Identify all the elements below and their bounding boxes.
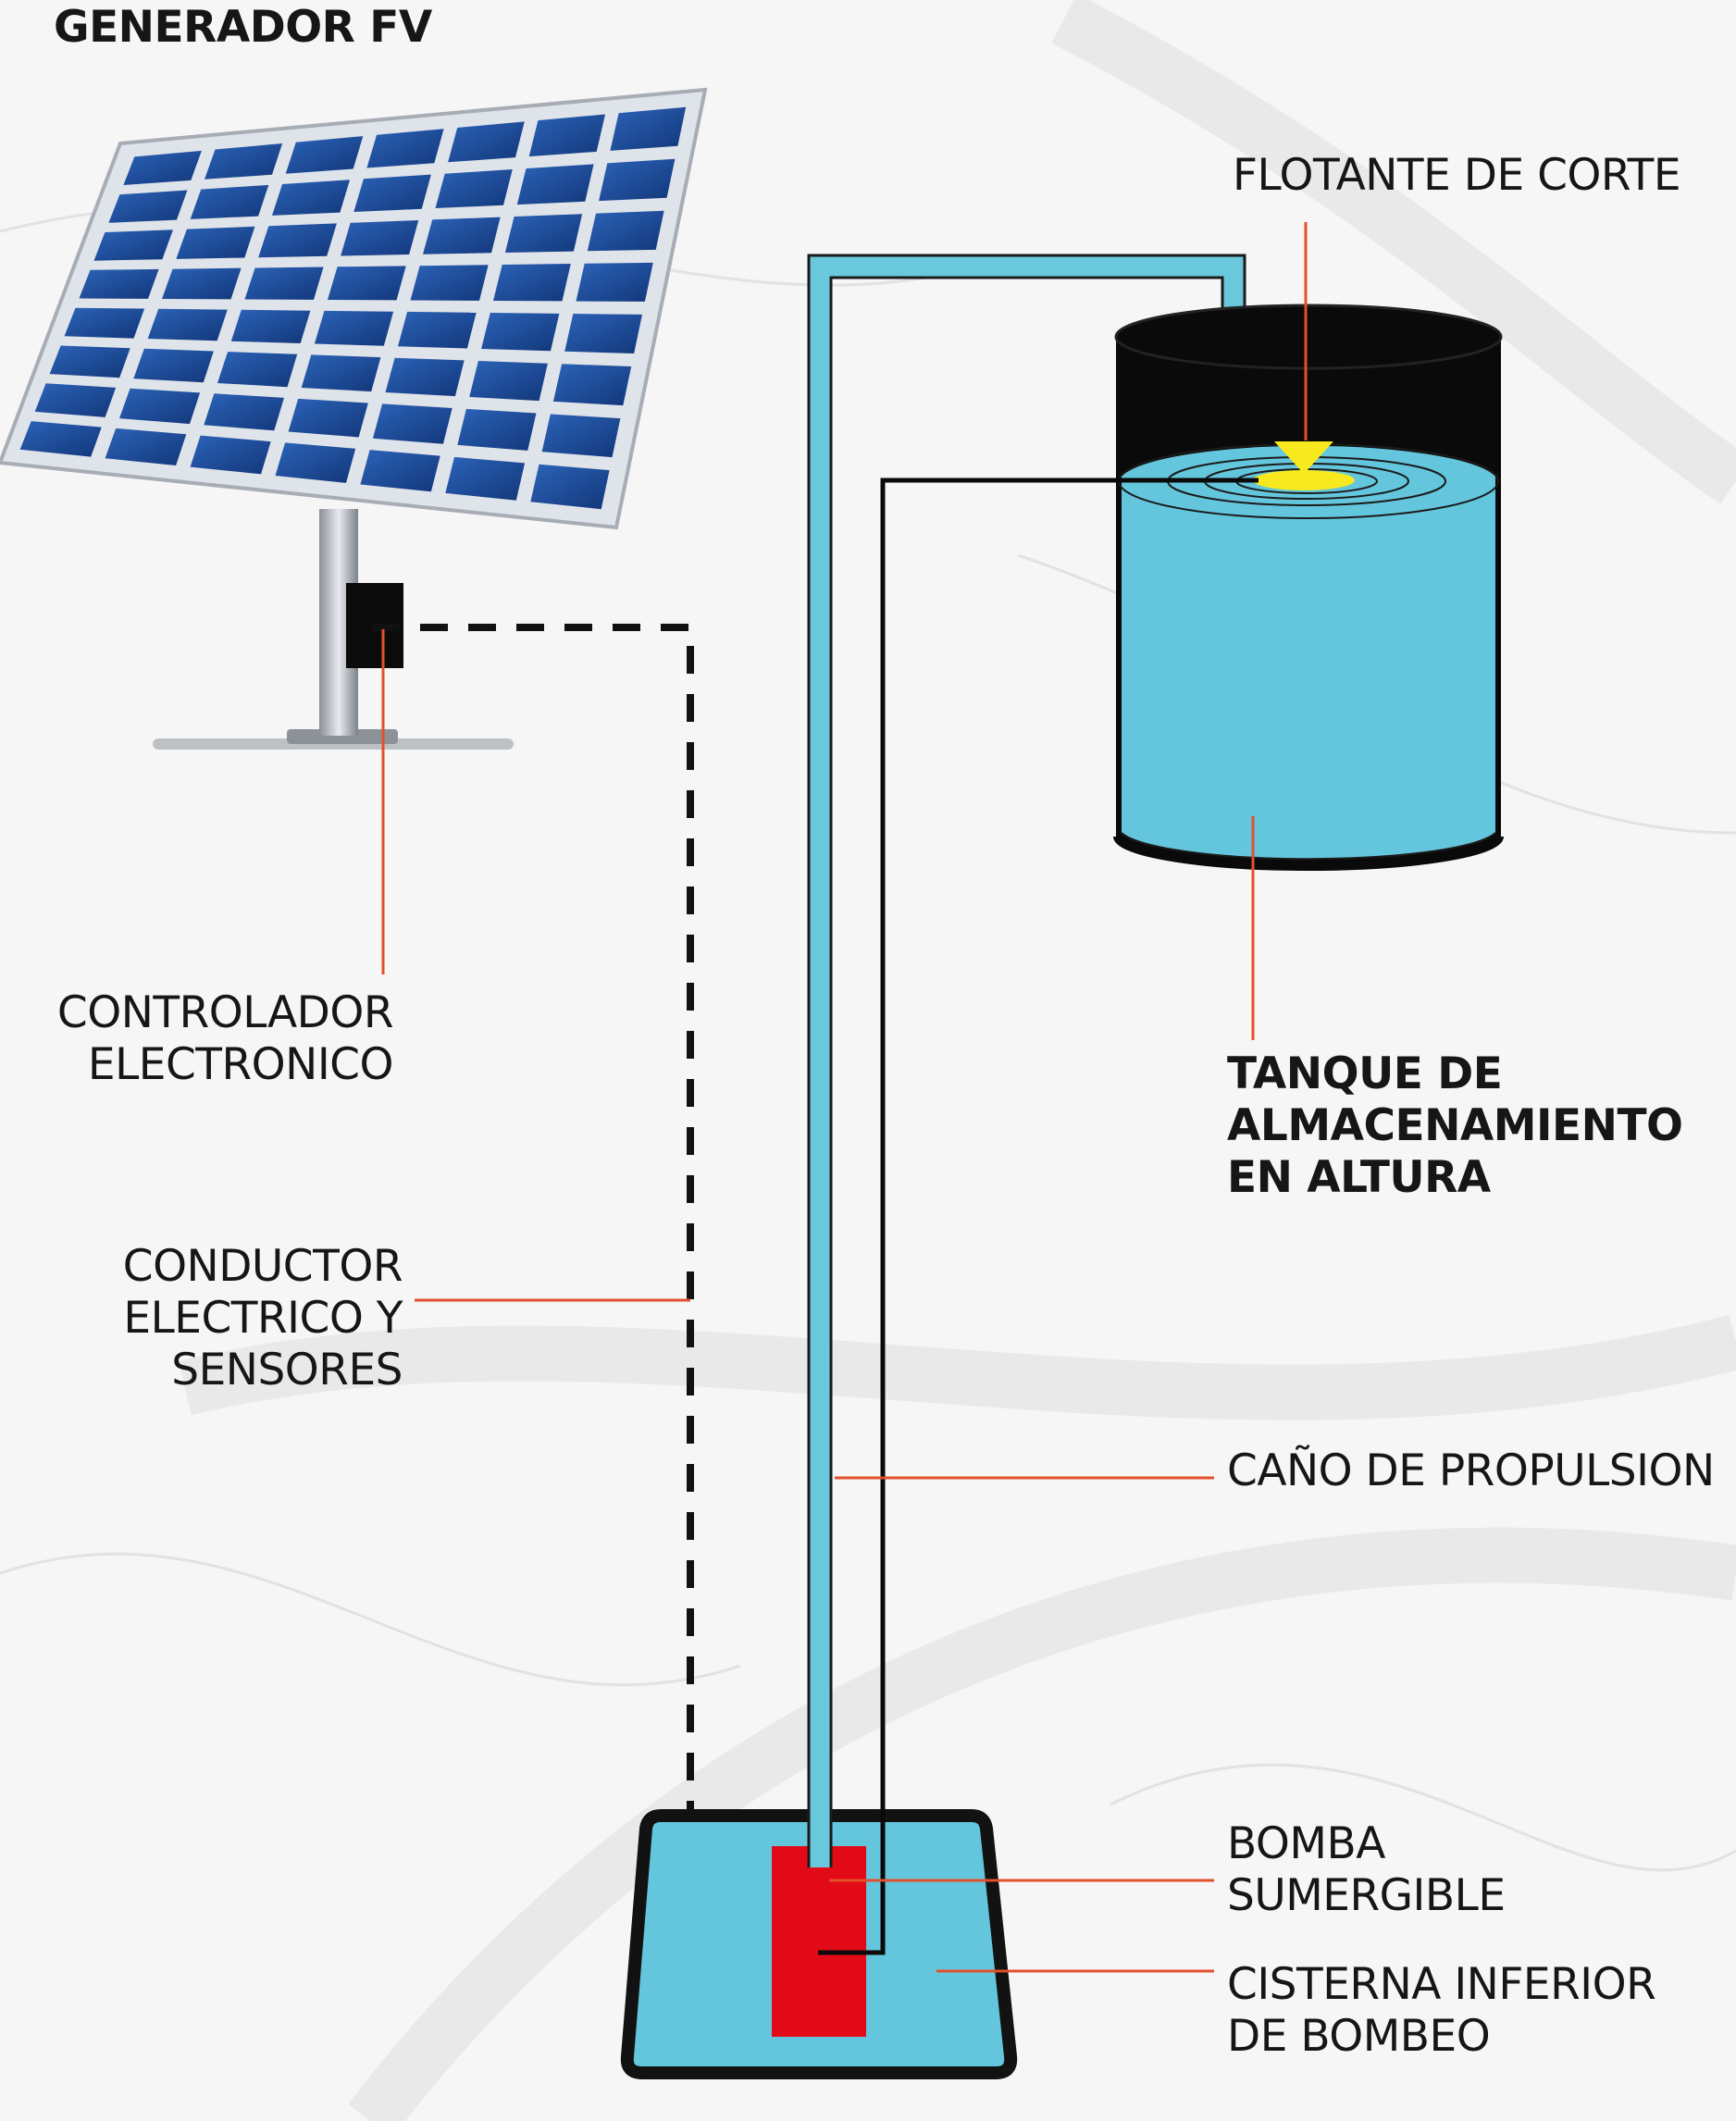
float-sensor-wire [818, 478, 1259, 1955]
solar-cell [105, 428, 187, 465]
solar-cell [123, 150, 202, 185]
solar-cell [423, 217, 501, 254]
solar-cell [176, 226, 255, 259]
storage-tank [1113, 304, 1504, 871]
solar-cell [272, 180, 351, 216]
solar-cell [133, 348, 214, 383]
solar-cell [244, 267, 324, 300]
solar-cell [493, 264, 571, 302]
label-generador-fv: GENERADOR FV [54, 2, 432, 53]
solar-cell [341, 220, 419, 256]
solar-cell [587, 210, 664, 252]
label-cisterna-inferior: CISTERNA INFERIOR DE BOMBEO [1227, 1959, 1656, 2063]
solar-cell [372, 403, 453, 444]
solar-cell [552, 364, 632, 406]
solar-cell [328, 266, 406, 301]
solar-cell [285, 136, 364, 174]
solar-cell [610, 106, 687, 151]
tank-top-rim [1114, 304, 1503, 370]
solar-cell [445, 456, 526, 501]
solar-cell [108, 190, 188, 223]
label-tanque-line-3: EN ALTURA [1227, 1152, 1491, 1203]
solar-cell [516, 164, 594, 205]
solar-cell [147, 308, 228, 341]
label-cano-de-propulsion: CAÑO DE PROPULSION [1227, 1445, 1715, 1496]
solar-cell [34, 383, 117, 417]
solar-cell [576, 262, 653, 302]
label-conductor-line-1: CONDUCTOR [122, 1241, 403, 1292]
solar-cell [258, 223, 337, 258]
float-disc [1253, 470, 1355, 490]
solar-cell [528, 114, 605, 157]
solar-cell [410, 265, 489, 301]
electric-conductor-line [372, 624, 777, 1908]
solar-cell [366, 129, 444, 168]
tank-outline-bottom [1113, 836, 1504, 871]
panel-base [287, 729, 398, 744]
solar-cell [204, 393, 284, 431]
solar-cell [530, 464, 610, 510]
solar-cell [79, 268, 159, 299]
propulsion-pipe-fill [810, 256, 1244, 1867]
label-conductor-line-2: ELECTRICO Y [123, 1293, 403, 1344]
label-controlador-electronico: CONTROLADOR ELECTRONICO [56, 987, 394, 1091]
label-bomba-line-2: SUMERGIBLE [1227, 1870, 1506, 1921]
label-flotante-de-corte: FLOTANTE DE CORTE [1233, 150, 1681, 201]
solar-cell [217, 352, 298, 388]
solar-cell [564, 314, 642, 354]
label-conductor-electrico: CONDUCTOR ELECTRICO Y SENSORES [123, 1241, 403, 1396]
solar-cell [49, 345, 130, 378]
solar-cell [360, 450, 440, 492]
label-tanque-almacenamiento: TANQUE DE ALMACENAMIENTO EN ALTURA [1227, 1048, 1683, 1204]
tank-water [1122, 445, 1495, 860]
solar-cell [481, 313, 560, 352]
solar-cell [599, 158, 676, 202]
solar-cell [469, 361, 548, 402]
tank-bottom-curve [1121, 832, 1496, 861]
label-controlador-line-1: CONTROLADOR [56, 987, 394, 1038]
panel-cells [19, 106, 687, 510]
solar-cell [93, 229, 173, 261]
solar-cell [435, 169, 513, 208]
solar-cell [119, 388, 201, 425]
solar-cell [301, 354, 381, 392]
solar-cell [190, 435, 271, 475]
label-tanque-line-1: TANQUE DE [1227, 1048, 1503, 1099]
submersible-pump [772, 1846, 866, 2037]
solar-cell [457, 408, 537, 451]
label-conductor-line-3: SENSORES [171, 1345, 403, 1395]
label-tanque-line-2: ALMACENAMIENTO [1227, 1100, 1683, 1151]
label-bomba-sumergible: BOMBA SUMERGIBLE [1227, 1818, 1506, 1922]
solar-cell [314, 310, 394, 346]
label-controlador-line-2: ELECTRONICO [87, 1039, 394, 1090]
solar-cell [230, 309, 311, 343]
solar-cell [64, 307, 145, 339]
solar-cell [275, 442, 356, 483]
solar-cell [448, 121, 525, 163]
solar-cell [19, 421, 102, 457]
solar-cell [353, 174, 431, 212]
float-triangle [1274, 441, 1333, 474]
solar-cell [162, 267, 242, 300]
label-bomba-line-1: BOMBA [1227, 1818, 1385, 1869]
label-cisterna-line-2: DE BOMBEO [1227, 2011, 1491, 2062]
solar-cell [385, 357, 465, 397]
solar-cell [205, 143, 283, 180]
solar-cell [288, 398, 368, 438]
solar-cell [504, 214, 583, 253]
solar-panel [0, 87, 708, 750]
solar-cell [398, 311, 477, 349]
solar-cell [190, 184, 269, 219]
solar-cell [541, 414, 621, 458]
label-cisterna-line-1: CISTERNA INFERIOR [1227, 1959, 1656, 2010]
